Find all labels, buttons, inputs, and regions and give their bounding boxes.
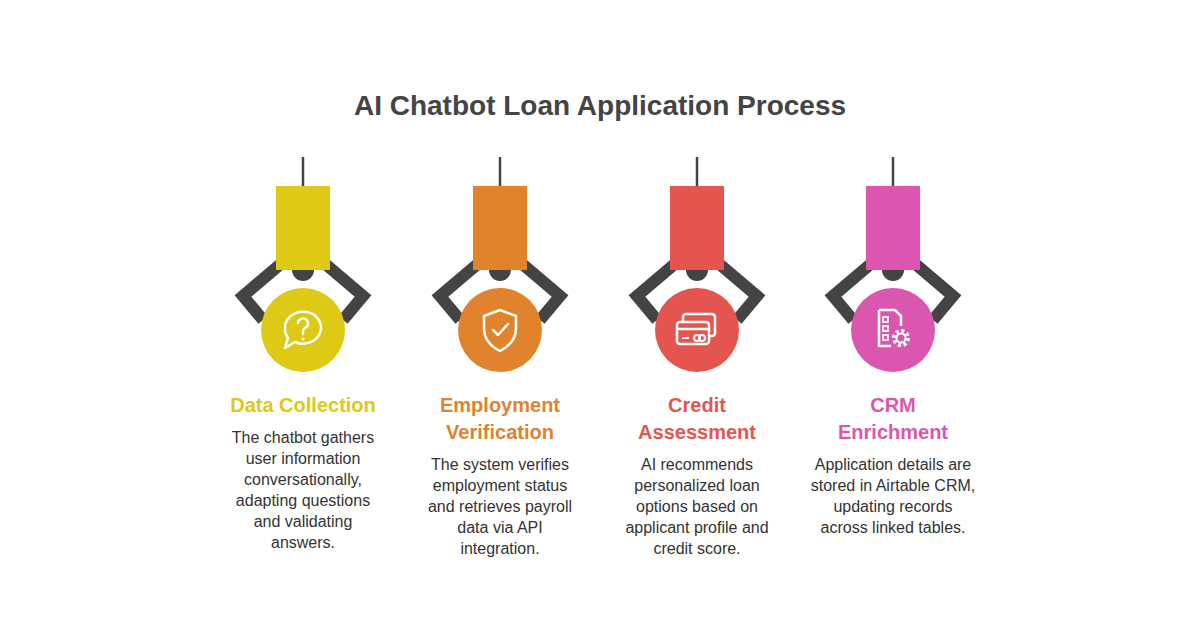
- step-circle: [261, 288, 345, 372]
- step-description: The system verifies employment status an…: [420, 454, 580, 559]
- step-heading: CRM Enrichment: [818, 392, 968, 446]
- step-heading: Credit Assessment: [622, 392, 772, 446]
- diagram-title: AI Chatbot Loan Application Process: [0, 90, 1200, 122]
- step-heading: Employment Verification: [425, 392, 575, 446]
- step-heading: Data Collection: [213, 392, 393, 419]
- step-circle: [851, 288, 935, 372]
- step-node: Data CollectionThe chatbot gathers user …: [208, 288, 398, 553]
- step-description: AI recommends personalized loan options …: [622, 454, 772, 559]
- step-node: Employment VerificationThe system verifi…: [405, 288, 595, 559]
- step-node: Credit Assessment AI recommends personali…: [602, 288, 792, 559]
- step-description: Application details are stored in Airtab…: [811, 454, 976, 538]
- step-circle: [655, 288, 739, 372]
- step-circle: [458, 288, 542, 372]
- step-node: CRM EnrichmentApplication details are st…: [798, 288, 988, 538]
- step-description: The chatbot gathers user information con…: [223, 427, 383, 553]
